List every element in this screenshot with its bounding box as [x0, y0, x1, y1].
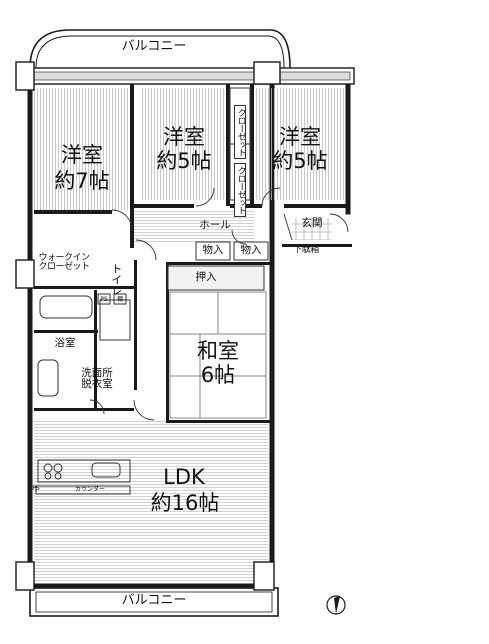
entrance-label: 玄関 — [301, 217, 323, 229]
oshiire-label: 押入 — [195, 271, 217, 283]
bath-fixtures — [37, 293, 131, 397]
walkin-closet-label: ウォークイン クローゼット — [38, 253, 90, 273]
closet-b-text: クローゼット — [234, 162, 246, 217]
pipe-space-label: 棚 — [116, 296, 123, 303]
tatami-grid — [169, 291, 267, 419]
closet-a-label: クローゼット — [230, 88, 250, 163]
closets — [167, 87, 269, 291]
exterior-walls — [23, 67, 355, 589]
balcony-top-label: バルコニー — [121, 39, 187, 54]
balcony-top — [29, 29, 291, 69]
compass-icon — [326, 595, 346, 615]
kitchen-counter — [35, 459, 131, 495]
western-room-5b-name: 洋室 — [279, 125, 321, 149]
bathroom-label: 浴室 — [54, 337, 76, 349]
closet-a-text: クローゼット — [234, 104, 246, 159]
balcony-bottom-label: バルコニー — [121, 593, 187, 608]
western-room-7-size: 約7帖 — [54, 169, 110, 193]
washroom-label: 洗面所 脱衣室 — [81, 367, 113, 391]
floor-entrance — [292, 218, 332, 240]
doors — [89, 187, 349, 421]
western-room-5b-size: 約5帖 — [272, 149, 328, 173]
toilet-text: トイレ — [109, 262, 123, 296]
shoe-box-label: 下駄箱 — [293, 245, 319, 255]
floor-western-5a — [140, 88, 226, 200]
interior-walls — [34, 84, 352, 423]
ps-a-label: PS — [100, 296, 108, 303]
western-room-5a-size: 約5帖 — [156, 149, 212, 173]
ps-b-label: PS — [32, 485, 40, 492]
hall-label: ホール — [199, 219, 231, 231]
japanese-room-size: 6帖 — [200, 363, 236, 387]
floor-ldk — [34, 420, 268, 582]
storage-b-label: 物入 — [240, 244, 262, 256]
ldk-size: 約16帖 — [150, 491, 220, 515]
floor-western-5b — [256, 88, 344, 200]
japanese-room-name: 和室 — [197, 339, 239, 363]
western-room-7-name: 洋室 — [61, 143, 103, 167]
ldk-name: LDK — [163, 465, 205, 489]
closet-b-label: クローゼット — [230, 146, 250, 221]
counter-label: カウンター — [74, 486, 105, 493]
toilet-label: トイレ — [108, 246, 124, 300]
storage-a-label: 物入 — [202, 244, 224, 256]
western-room-5a-name: 洋室 — [163, 125, 205, 149]
floor-western-7 — [34, 88, 130, 210]
columns — [15, 61, 281, 591]
